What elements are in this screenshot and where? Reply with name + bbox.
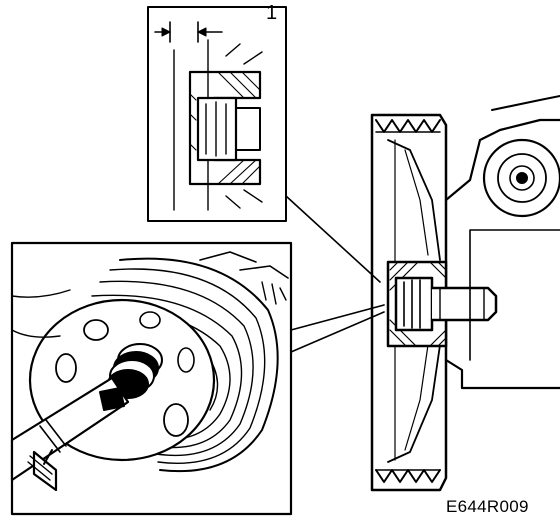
detail-inset <box>147 6 381 283</box>
belt-ribs-top <box>375 119 441 133</box>
pulley-rim <box>370 113 448 492</box>
socket-wrench <box>10 376 130 492</box>
pulley-section <box>370 95 560 492</box>
pulley-bolt <box>107 343 163 399</box>
bolt-shaft <box>430 286 498 322</box>
illustration-frame <box>10 241 293 516</box>
compressor-housing <box>444 118 560 390</box>
illustration-inset <box>10 241 385 516</box>
bolt-head <box>394 276 434 332</box>
callout-number: 1 <box>266 2 278 24</box>
detail-leader <box>285 195 381 283</box>
illustration-leader <box>290 304 385 353</box>
drawing-code: E644R009 <box>446 497 529 516</box>
belt-ribs-bottom <box>375 469 441 483</box>
shaft-bearing <box>482 138 560 218</box>
detail-frame <box>147 6 287 222</box>
